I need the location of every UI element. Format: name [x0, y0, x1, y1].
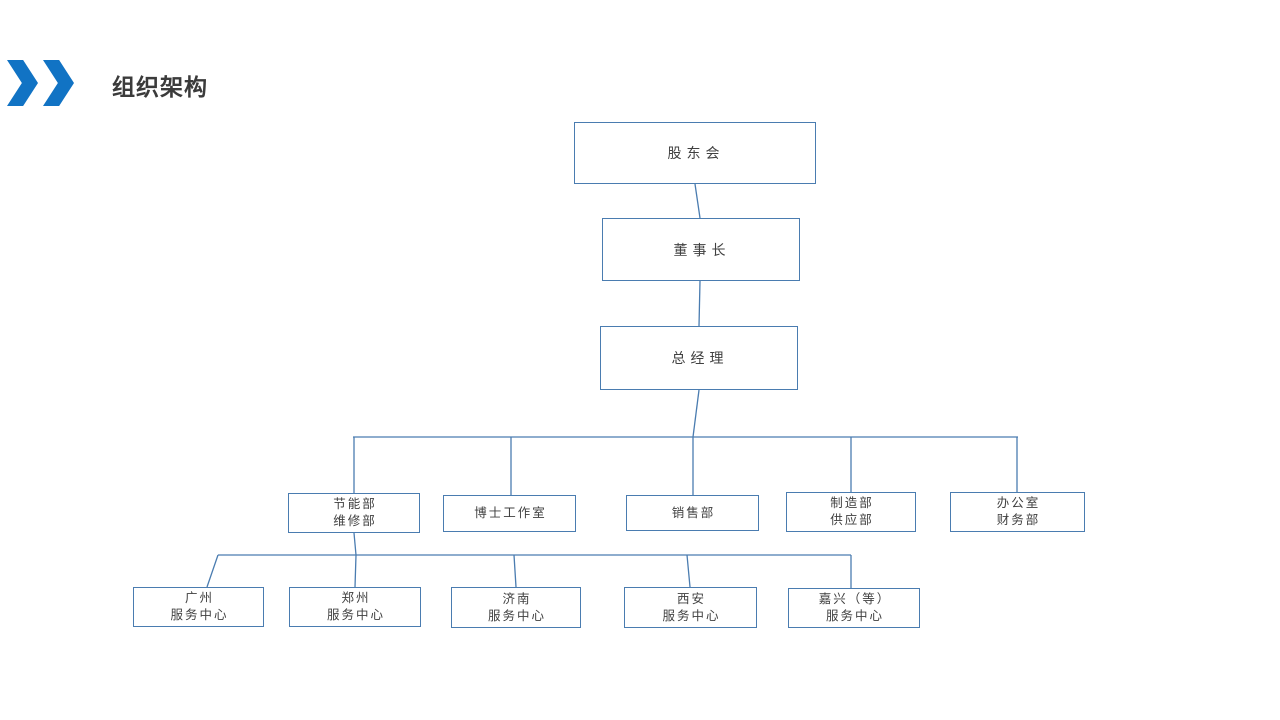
org-node-label: 维修部: [333, 514, 377, 528]
org-node-shareholders: 股东会: [574, 122, 816, 184]
org-node-label: 董事长: [673, 241, 731, 258]
org-node-energy-maintenance: 节能部 维修部: [288, 493, 420, 533]
org-node-label: 服务中心: [825, 609, 884, 623]
org-node-label: 济南: [502, 591, 532, 606]
org-node-label: 博士工作室: [474, 506, 547, 520]
org-node-label: 节能部: [333, 497, 377, 511]
org-node-sales: 销售部: [626, 495, 759, 531]
org-node-label: 供应部: [830, 513, 874, 527]
connector-line: [206, 554, 219, 588]
org-node-jiaxing-center: 嘉兴（等） 服务中心: [788, 588, 920, 628]
org-node-label: 销售部: [671, 505, 716, 520]
org-node-xian-center: 西安 服务中心: [624, 587, 757, 628]
org-node-label: 广州: [184, 591, 214, 605]
org-node-zhengzhou-center: 郑州 服务中心: [289, 587, 421, 627]
org-node-chairman: 董事长: [602, 218, 800, 281]
chevron-icon: [43, 60, 74, 106]
org-node-label: 总经理: [671, 350, 729, 366]
connector-line: [353, 532, 357, 556]
connector-line: [686, 554, 691, 588]
connector-line: [513, 554, 517, 588]
org-node-guangzhou-center: 广州 服务中心: [133, 587, 264, 627]
org-node-label: 服务中心: [326, 608, 385, 622]
org-node-label: 西安: [676, 591, 706, 606]
org-node-label: 服务中心: [170, 608, 229, 622]
org-node-label: 办公室: [996, 496, 1041, 510]
connector-line: [354, 554, 357, 588]
connector-line: [694, 183, 701, 219]
org-node-label: 财务部: [996, 513, 1041, 527]
org-node-manufacturing-supply: 制造部 供应部: [786, 492, 916, 532]
org-node-label: 郑州: [341, 591, 371, 605]
connector-line: [698, 280, 701, 327]
org-node-office-finance: 办公室 财务部: [950, 492, 1085, 532]
org-node-doctor-studio: 博士工作室: [443, 495, 576, 532]
org-node-label: 服务中心: [662, 608, 721, 623]
page-title: 组织架构: [112, 74, 208, 100]
org-node-general-manager: 总经理: [600, 326, 798, 390]
org-node-jinan-center: 济南 服务中心: [451, 587, 581, 628]
org-node-label: 股东会: [667, 145, 725, 161]
org-node-label: 服务中心: [487, 608, 546, 623]
chevron-icon: [7, 60, 38, 106]
org-node-label: 制造部: [830, 496, 874, 510]
connector-line: [692, 389, 700, 438]
org-node-label: 嘉兴（等）: [818, 592, 892, 606]
